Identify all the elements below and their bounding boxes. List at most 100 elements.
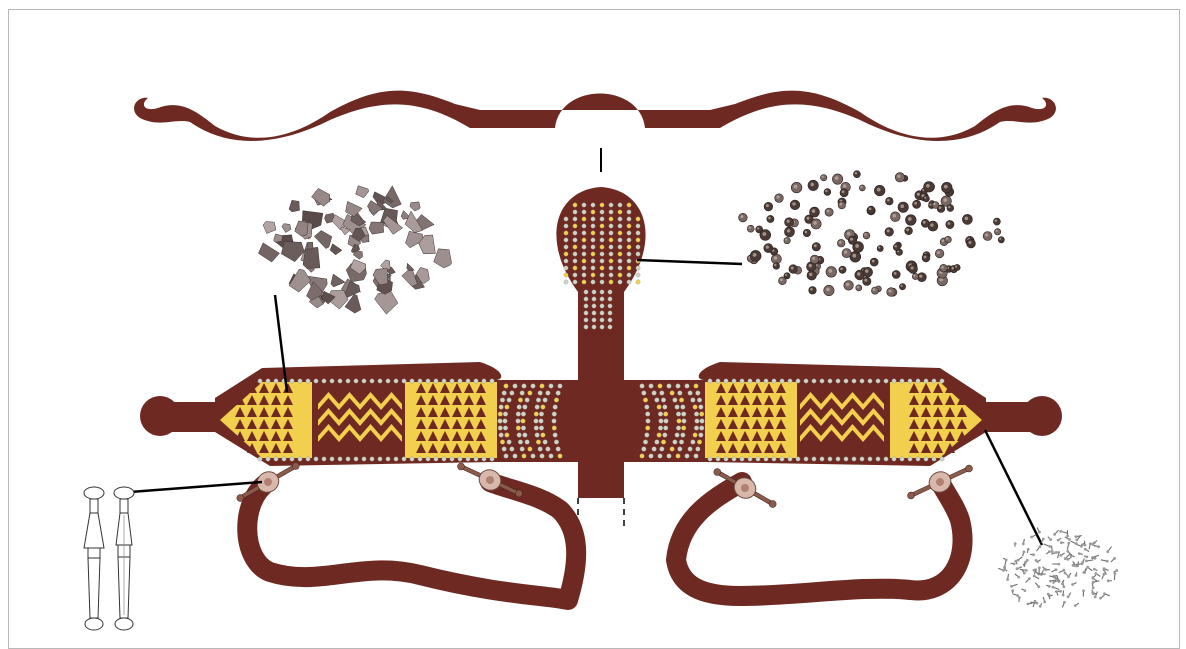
- pendant-bead: [573, 203, 577, 207]
- nail-head: [1025, 569, 1028, 572]
- panel-bead: [908, 457, 912, 461]
- belt-bead: [535, 433, 540, 438]
- stud-highlight: [777, 196, 780, 199]
- nail-head: [1063, 601, 1066, 604]
- stud-highlight: [924, 256, 927, 259]
- pendant-bead: [600, 217, 604, 221]
- belt-bead: [655, 398, 660, 403]
- belt-bead: [505, 405, 510, 410]
- nail-head: [1049, 538, 1052, 541]
- belt-bead: [696, 391, 701, 396]
- pendant-bead: [609, 280, 613, 284]
- nail-head: [1068, 538, 1071, 541]
- panel-bead: [796, 457, 800, 461]
- pendant-bead: [618, 259, 622, 263]
- stud-highlight: [840, 203, 843, 206]
- nail-head: [1057, 551, 1060, 554]
- panel-bead: [756, 457, 760, 461]
- panel-bead: [442, 457, 446, 461]
- bronze-stud: [838, 202, 845, 209]
- nail-head: [1092, 587, 1095, 590]
- belt-bead: [676, 384, 681, 389]
- bronze-stud: [870, 258, 878, 266]
- nail-head: [1075, 542, 1078, 545]
- nail-head: [1028, 577, 1031, 580]
- panel-bead: [314, 457, 318, 461]
- belt-bead: [553, 405, 558, 410]
- panel-bead: [322, 457, 326, 461]
- bronze-stud: [784, 273, 790, 279]
- pendant-bead: [609, 238, 613, 242]
- stud-highlight: [843, 184, 846, 187]
- belt-bead: [536, 398, 541, 403]
- pendant-bead: [608, 290, 612, 294]
- bronze-stud: [784, 237, 790, 243]
- belt-bead: [664, 419, 669, 424]
- pendant-bead: [591, 273, 595, 277]
- stud-highlight: [930, 223, 933, 226]
- bronze-stud: [773, 263, 780, 270]
- panel-bead: [812, 457, 816, 461]
- belt-bead: [552, 426, 557, 431]
- belt-bead: [696, 447, 701, 452]
- pendant-bead: [618, 273, 622, 277]
- belt-bead: [649, 384, 654, 389]
- belt-bead: [499, 433, 504, 438]
- nail-head: [1064, 572, 1067, 575]
- panel-bead: [274, 379, 278, 383]
- stud-highlight: [878, 246, 880, 248]
- bronze-stud: [945, 236, 952, 243]
- pendant-bead: [609, 259, 613, 263]
- stud-highlight: [913, 274, 915, 276]
- nail-head: [1038, 531, 1041, 534]
- belt-bead: [697, 440, 702, 445]
- bronze-stud: [863, 232, 870, 239]
- belt-bead: [643, 398, 648, 403]
- nail-head: [1013, 563, 1016, 566]
- panel-bead: [338, 457, 342, 461]
- stud-highlight: [933, 203, 935, 205]
- bronze-stud: [947, 205, 954, 212]
- panel-bead: [258, 457, 262, 461]
- belt-bead: [676, 412, 681, 417]
- bronze-stud: [893, 244, 900, 251]
- pendant-bead: [608, 318, 612, 322]
- panel-bead: [884, 379, 888, 383]
- nail-head: [1043, 601, 1046, 604]
- belt-bead: [693, 405, 698, 410]
- bronze-stud: [747, 225, 754, 232]
- bronze-stud: [913, 200, 921, 208]
- belt-bead: [677, 419, 682, 424]
- panel-bead: [748, 379, 752, 383]
- panel-bead: [916, 457, 920, 461]
- belt-bead: [520, 391, 525, 396]
- pendant-bead: [591, 217, 595, 221]
- stud-highlight: [766, 204, 769, 207]
- panel-divider-bar: [300, 382, 312, 458]
- panel-bead: [306, 457, 310, 461]
- pendant-bead: [564, 266, 568, 270]
- nails-inset: [998, 528, 1118, 608]
- bronze-studs-inset: [739, 171, 1005, 297]
- nail-head: [1053, 576, 1056, 579]
- panel-bead: [378, 457, 382, 461]
- pendant-bead: [608, 304, 612, 308]
- nail-head: [1067, 542, 1070, 545]
- panel-bead: [370, 379, 374, 383]
- belt-bead: [510, 447, 515, 452]
- belt-bead: [675, 433, 680, 438]
- nail-head: [1024, 561, 1027, 564]
- stud-highlight: [943, 198, 947, 202]
- nail-head: [1003, 568, 1006, 571]
- pendant-bead: [564, 217, 568, 221]
- stud-highlight: [969, 241, 972, 244]
- nail-head: [1075, 574, 1078, 577]
- panel-bead: [354, 379, 358, 383]
- nail-head: [1107, 579, 1110, 582]
- bronze-stud: [940, 264, 948, 272]
- stud-highlight: [887, 199, 890, 202]
- stud-highlight: [985, 233, 988, 236]
- stud-highlight: [900, 285, 902, 287]
- belt-bead: [658, 454, 663, 459]
- stud-highlight: [995, 219, 997, 221]
